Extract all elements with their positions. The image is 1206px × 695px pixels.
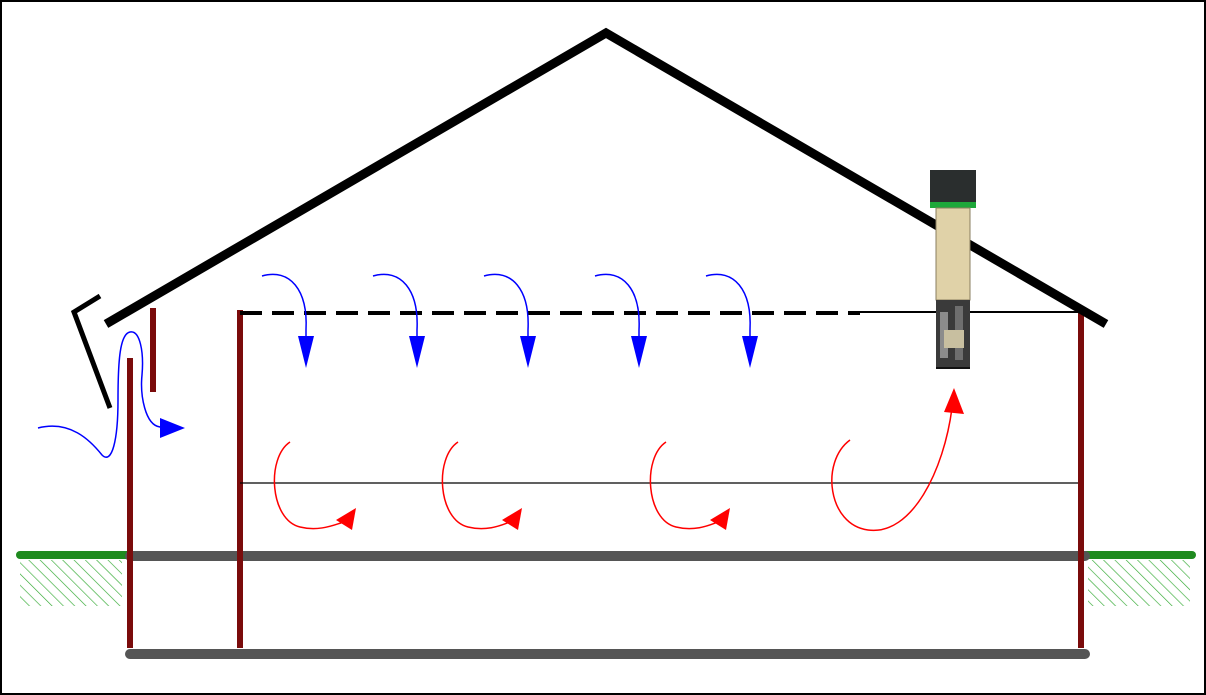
red-airflow-arrow-icon (273, 441, 356, 530)
blue-airflow-arrow-icon (705, 273, 758, 368)
intake-airflow-path (37, 331, 169, 458)
blue-airflow-arrow-icon (261, 273, 314, 368)
chimney-vent-icon (930, 170, 976, 369)
red-airflow-arrow-icon (441, 441, 522, 530)
blue-airflow-arrow-icon (372, 273, 425, 368)
warm-air-arrows (273, 388, 964, 531)
eave-bracket (70, 293, 113, 409)
red-airflow-arrow-icon (649, 441, 730, 530)
ground-hatch-left (20, 560, 122, 606)
blue-airflow-arrow-icon (483, 273, 536, 368)
fresh-air-arrows (261, 273, 758, 368)
red-airflow-arrow-icon (831, 388, 964, 531)
blue-airflow-arrow-icon (594, 273, 647, 368)
ground-hatch-right (1088, 560, 1190, 606)
intake-arrowhead-icon (160, 418, 185, 438)
